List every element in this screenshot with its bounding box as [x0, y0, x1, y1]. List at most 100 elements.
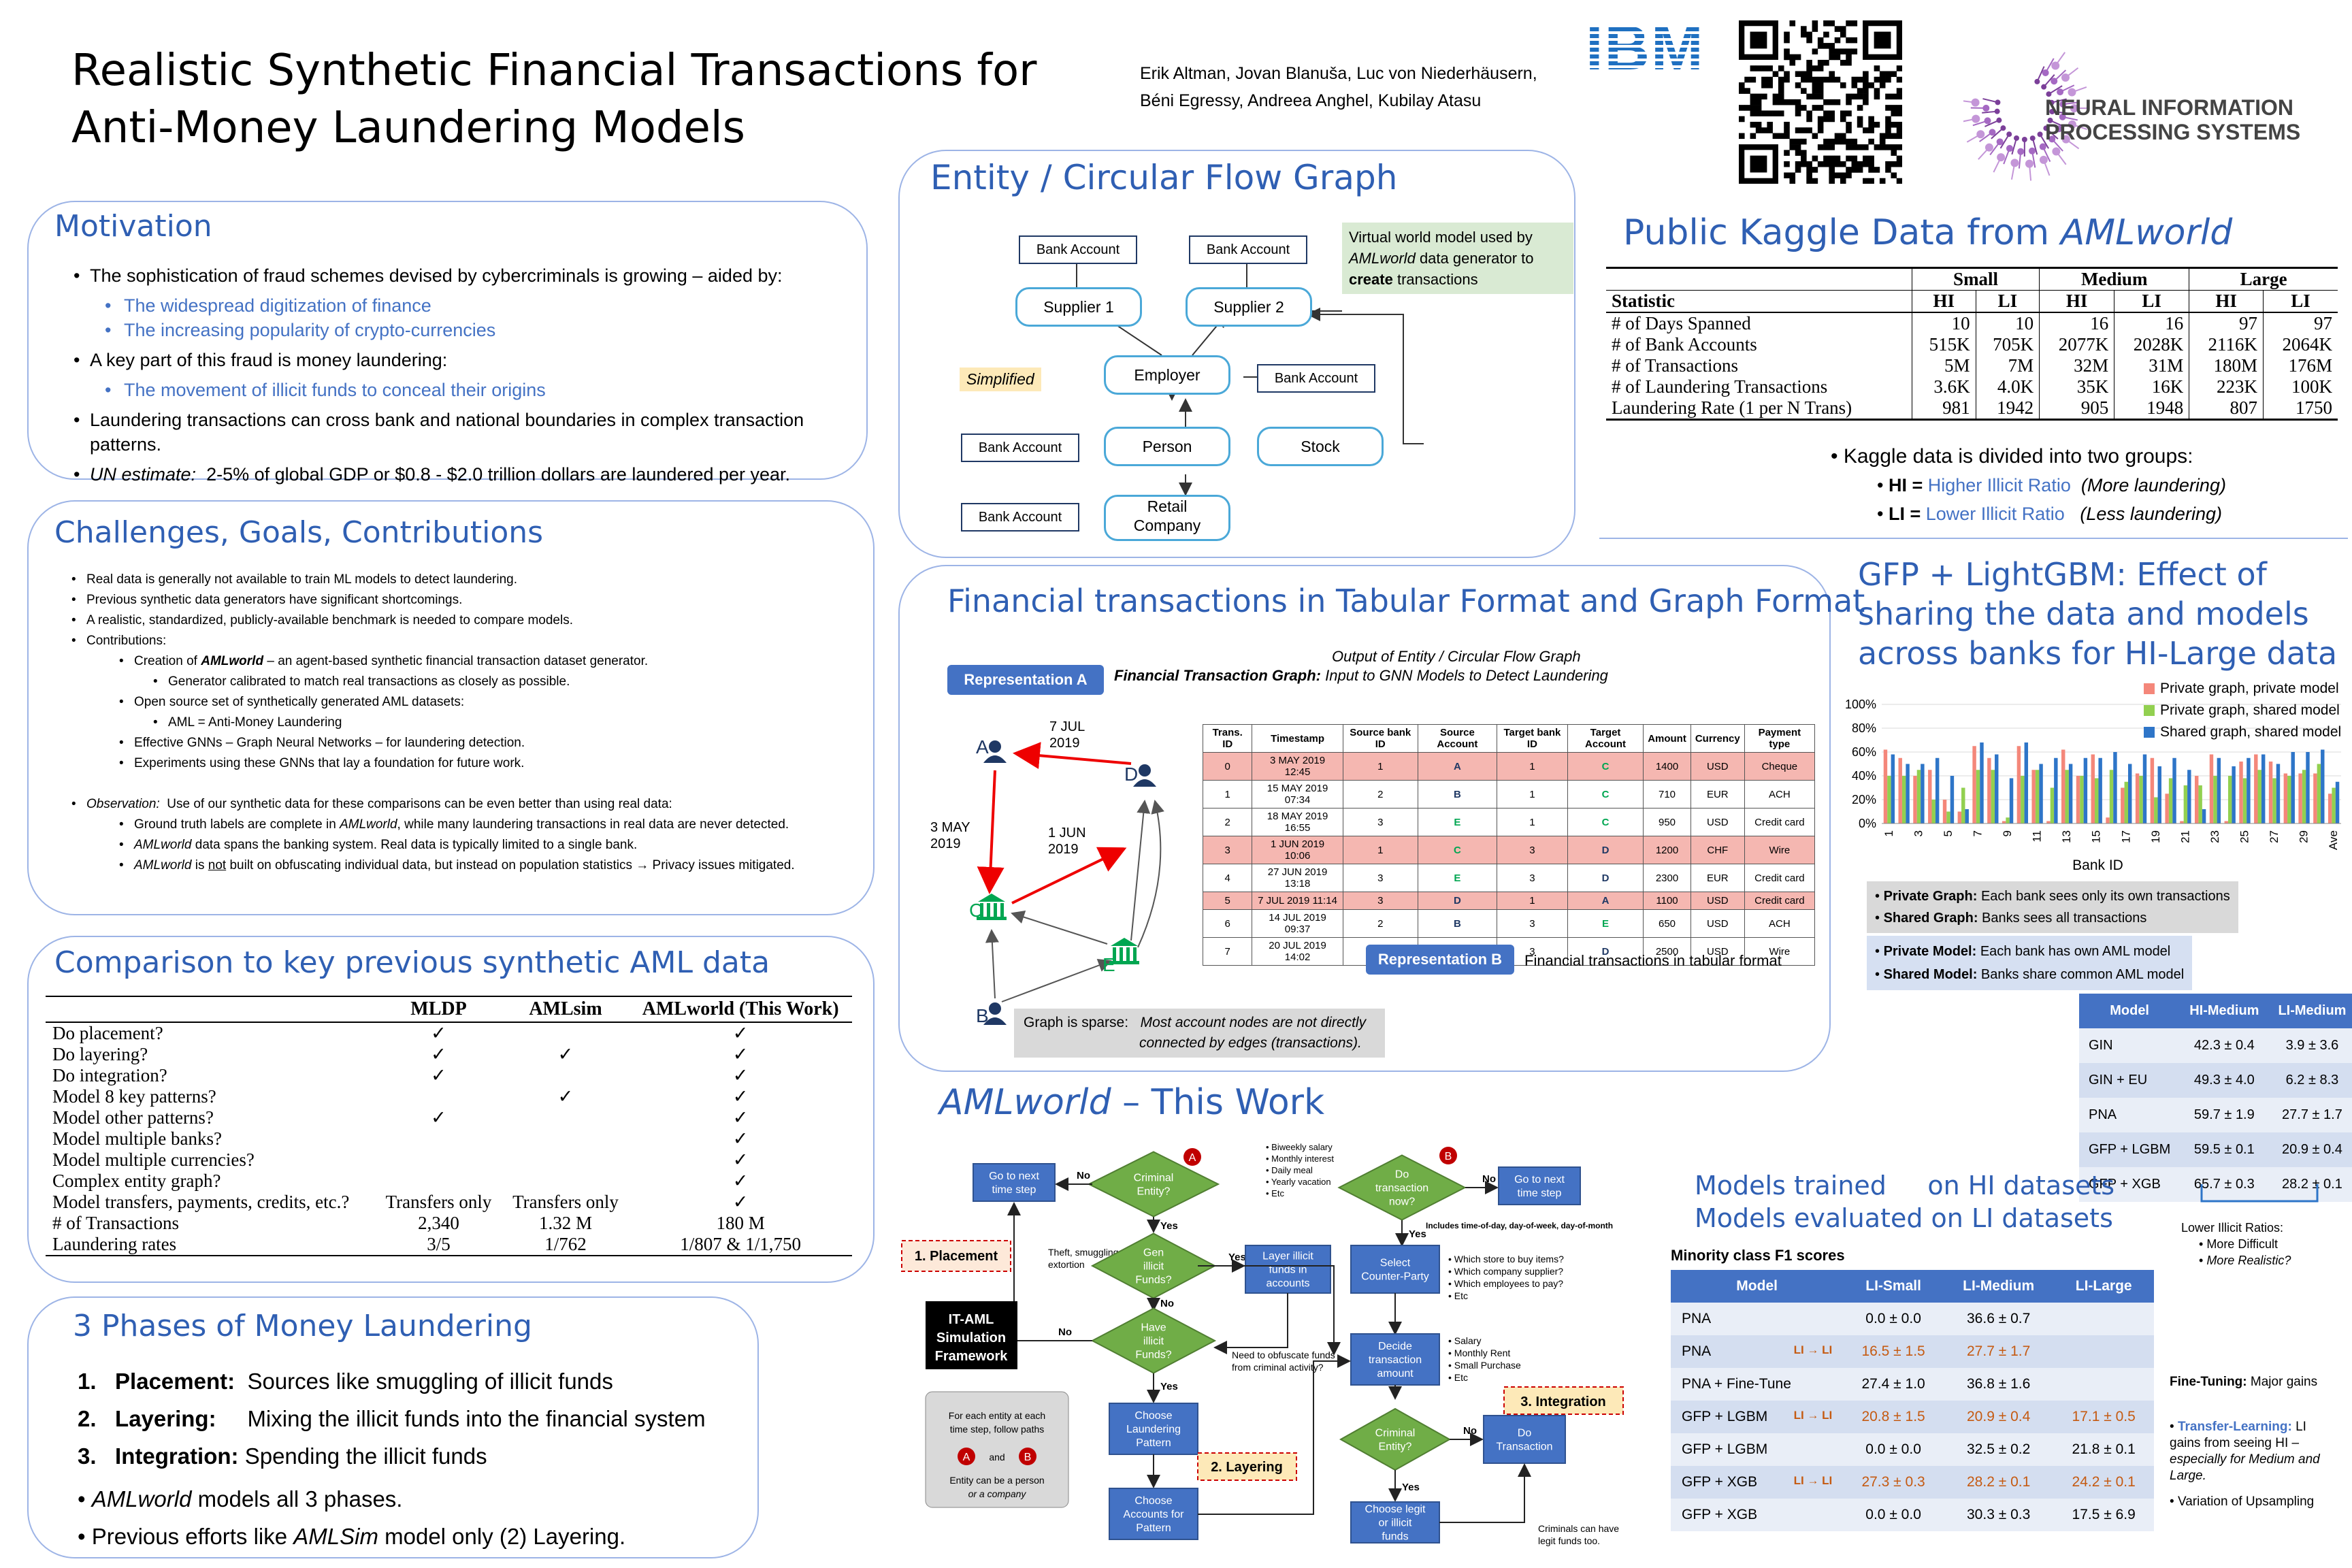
qr-module: [1896, 161, 1903, 167]
bar: [2276, 764, 2281, 823]
bar: [1957, 811, 1962, 823]
qr-module: [1829, 48, 1835, 54]
title-line-2: Anti-Money Laundering Models: [71, 103, 745, 153]
neurips-dot: [2021, 136, 2027, 142]
kaggle-cell: # of Bank Accounts: [1612, 334, 1757, 355]
flow-text: Funds?: [1135, 1350, 1171, 1361]
qr-module: [1863, 88, 1869, 94]
neurips-stroke: [2065, 67, 2079, 78]
kaggle-header: HI: [2039, 290, 2114, 312]
qr-module: [1739, 82, 1745, 88]
comparison-row-label: Model transfers, payments, credits, etc.…: [52, 1192, 350, 1212]
qr-module: [1879, 76, 1886, 83]
f1-model-name: GFP + LGBM: [1682, 1441, 1768, 1457]
comparison-cell: 1/807 & 1/1,750: [680, 1234, 801, 1254]
f1-caption: Minority class F1 scores: [1671, 1247, 1845, 1264]
kaggle-title-em: AMLworld: [2060, 212, 2233, 253]
flow-label: Yes: [1228, 1252, 1246, 1263]
models-header: LI-Medium: [2268, 994, 2352, 1028]
person-node: Person: [1104, 427, 1230, 466]
kaggle-cell: 981: [1911, 397, 1976, 420]
models-cell: PNA: [2079, 1098, 2180, 1132]
comparison-row-label: Model other patterns?: [52, 1107, 214, 1128]
qr-code[interactable]: [1739, 20, 1903, 184]
bar: [2009, 778, 2014, 823]
bar: [2183, 785, 2188, 823]
models-cell: GIN + EU: [2079, 1063, 2180, 1098]
models-cell: 59.7 ± 1.9: [2180, 1098, 2269, 1132]
contribution-item: Creation of AMLworld – an agent-based sy…: [66, 651, 883, 672]
neurips-dot: [2059, 113, 2066, 120]
neurips-stroke: [2042, 159, 2051, 176]
flow-text: Pattern: [1136, 1437, 1171, 1449]
flow-text: Transaction: [1497, 1441, 1553, 1453]
models-cell: 20.9 ± 0.4: [2268, 1132, 2352, 1167]
bar: [2054, 757, 2058, 823]
trained-line-1: Models trained on HI datasets: [1695, 1169, 2114, 1202]
tx-cell: 1: [1342, 836, 1418, 864]
edge-b-c: [985, 929, 999, 999]
qr-module: [1795, 167, 1801, 173]
qr-module: [1801, 105, 1807, 111]
tx-cell: 14 JUL 2019 09:37: [1252, 909, 1343, 938]
qr-module: [1750, 133, 1757, 140]
qr-module: [1801, 71, 1807, 78]
qr-module: [1761, 127, 1767, 133]
neurips-stroke: [2039, 133, 2049, 149]
qr-module: [1767, 76, 1773, 83]
qr-module: [1812, 93, 1818, 100]
bar: [2098, 757, 2102, 823]
chart-legend: Private graph, private model Private gra…: [2144, 681, 2341, 746]
qr-module: [1795, 150, 1801, 156]
phase-number: 2.: [78, 1406, 97, 1431]
kaggle-cell: 705K: [1975, 334, 2040, 355]
neurips-stroke: [2058, 128, 2073, 137]
sparse-note: Graph is sparse: Most account nodes are …: [1014, 1009, 1385, 1058]
li-li-tag: LI → LI: [1793, 1474, 1833, 1487]
qr-module: [1789, 20, 1796, 27]
qr-module: [1823, 31, 1829, 38]
neurips-stroke: [2011, 137, 2017, 155]
qr-module: [1885, 127, 1891, 133]
comparison-cell: [502, 1171, 630, 1192]
flow-text: illicit: [1143, 1261, 1164, 1273]
neurips-stroke: [2048, 85, 2063, 95]
tx-cell: Credit card: [1744, 892, 1816, 910]
qr-module: [1834, 48, 1841, 54]
qr-module: [1896, 178, 1903, 184]
qr-module: [1755, 93, 1762, 100]
models-header: HI-Medium: [2180, 994, 2269, 1028]
qr-module: [1812, 26, 1818, 32]
qr-module: [1846, 172, 1852, 179]
flow-text: Laundering: [1126, 1424, 1181, 1435]
ibm-logo-icon: IBM: [1586, 14, 1703, 83]
motivation-panel: Motivation The sophistication of fraud s…: [27, 201, 868, 487]
phase-2: 2. Layering: Mixing the illicit funds in…: [78, 1400, 706, 1437]
text: transactions: [1396, 271, 1478, 288]
neurips-stroke: [1984, 119, 1999, 127]
qr-module: [1829, 172, 1835, 179]
def-key: Private Model:: [1883, 944, 1977, 959]
comparison-cell: [502, 1022, 630, 1044]
criminal-decision: [1087, 1151, 1220, 1218]
tx-cell: 1: [1496, 752, 1568, 781]
def-key: Shared Model:: [1883, 967, 1978, 982]
qr-module: [1885, 121, 1891, 128]
comparison-cell: ✓: [431, 1107, 446, 1128]
phase-name: Integration:: [115, 1443, 239, 1469]
kaggle-header: LI: [2114, 290, 2189, 312]
bar: [2046, 821, 2051, 823]
retail-line-2: Company: [1133, 517, 1201, 534]
qr-module: [1896, 144, 1903, 150]
qr-module: [1801, 161, 1807, 167]
bar: [2142, 754, 2147, 823]
qr-module: [1784, 150, 1790, 156]
tx-header: Currency: [1690, 724, 1745, 753]
legend-item: Shared graph, shared model: [2144, 724, 2341, 746]
poster-title: Realistic Synthetic Financial Transactio…: [71, 42, 1036, 157]
qr-module: [1778, 93, 1784, 100]
qr-module: [1772, 110, 1779, 116]
